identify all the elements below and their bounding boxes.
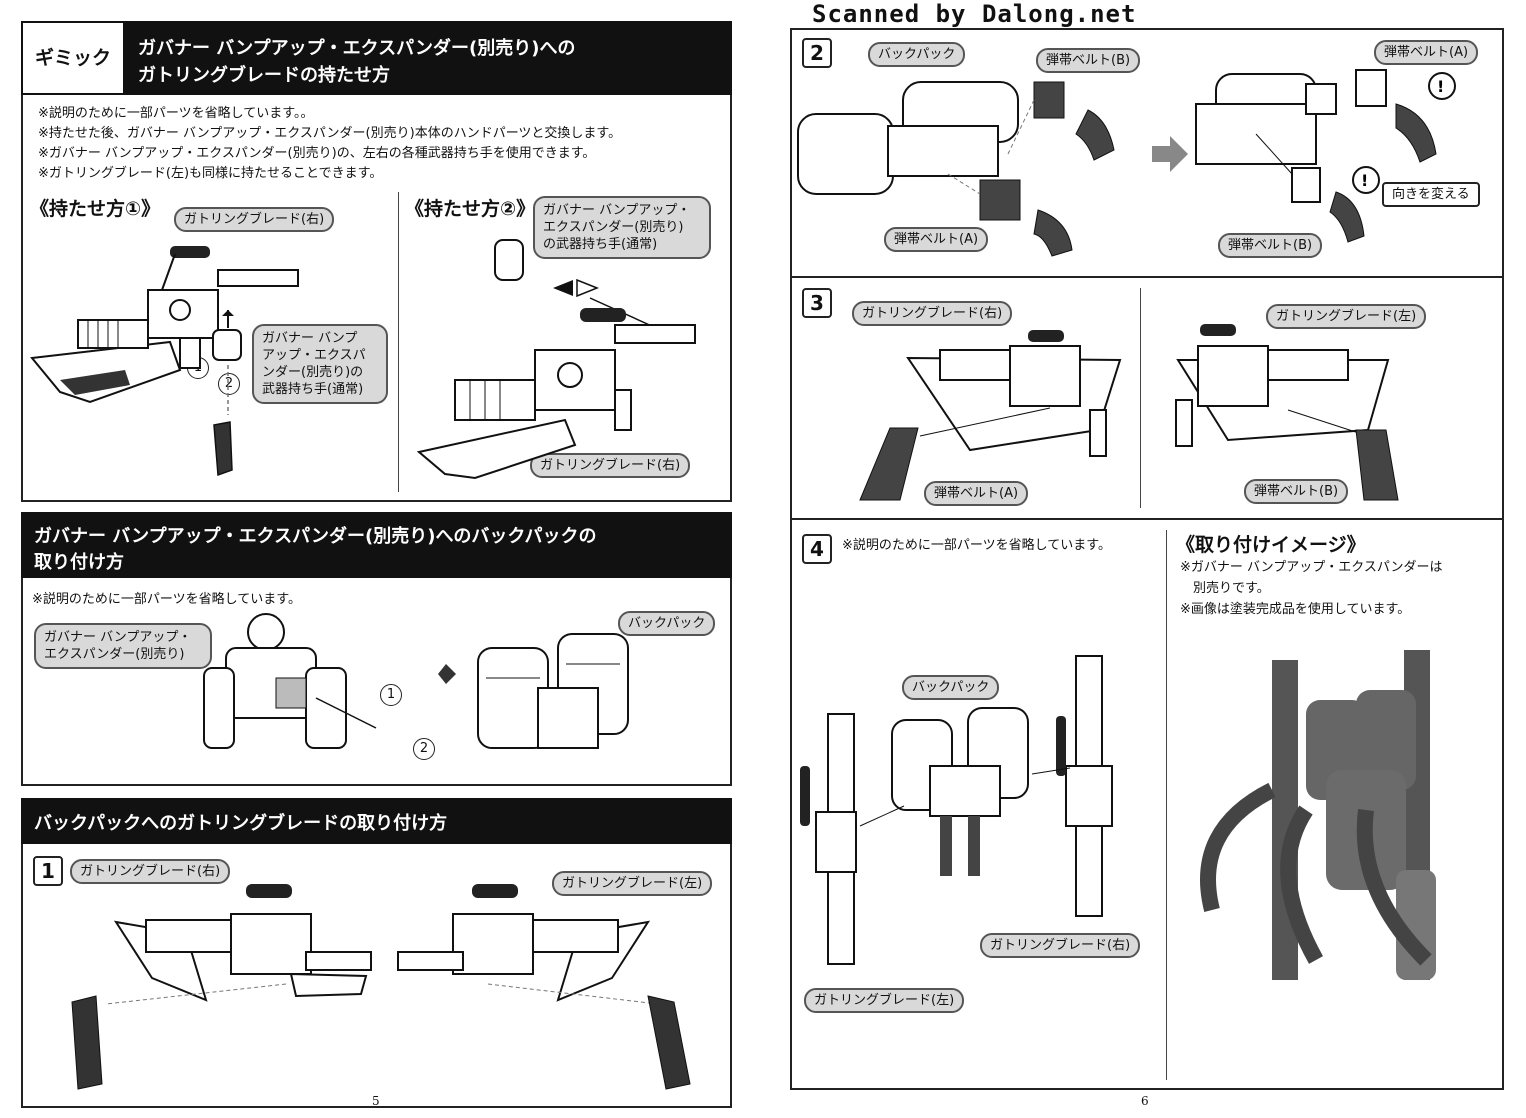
backpack-attach-header-bar [21, 512, 732, 578]
step2-belt-a-label: 弾帯ベルト(A) [884, 227, 989, 252]
step2-after-illustration: ! ! [1195, 69, 1456, 243]
method2-hand-label-line1: ガバナー バンプアップ・ [543, 203, 691, 218]
backpack-attach-figure-label-line2: エクスパンダー(別売り) [44, 647, 185, 662]
backpack-attach-figure-label-line1: ガバナー バンプアップ・ [44, 630, 192, 645]
right-page-number: 6 [1141, 1094, 1149, 1108]
method1-step2-circle: 2 [218, 373, 240, 395]
method1-blade-label: ガトリングブレード(右) [174, 207, 335, 232]
backpack-illustration [438, 633, 629, 749]
step3-blade-right-label: ガトリングブレード(右) [852, 301, 1013, 326]
step2-next-arrow [1152, 136, 1188, 172]
method2-gatling-blade-illustration [416, 239, 696, 480]
gimmick-note-4: ※ガトリングブレード(左)も同様に持たせることできます。 [38, 166, 383, 181]
backpack-attach-backpack-label: バックパック [618, 611, 716, 636]
image-section-heading: 《取り付けイメージ》 [1176, 534, 1366, 556]
method1-hand-label: ガバナー バンプ アップ・エクスパ ンダー(別売り)の 武器持ち手(通常) [252, 324, 388, 404]
method2-hand-label: ガバナー バンプアップ・ エクスパンダー(別売り) の武器持ち手(通常) [533, 196, 711, 259]
left-page-number: 5 [372, 1094, 380, 1108]
step3-number: 3 [802, 288, 832, 318]
step3-belt-a-label: 弾帯ベルト(A) [924, 481, 1029, 506]
method1-hand-part [212, 310, 242, 477]
gimmick-note-1: ※説明のために一部パーツを省略しています。。 [38, 106, 314, 121]
step2-belt-b2-label: 弾帯ベルト(B) [1218, 233, 1323, 258]
step4-number: 4 [802, 534, 832, 564]
svg-text:!: ! [1361, 171, 1368, 190]
blade-to-backpack-header-bar [21, 798, 732, 844]
method2-heading: 《持たせ方②》 [405, 198, 536, 220]
step2-belt-a2-label: 弾帯ベルト(A) [1374, 40, 1479, 65]
gimmick-section [21, 21, 732, 502]
method1-hand-label-line4: 武器持ち手(通常) [262, 382, 364, 397]
gimmick-title-line1: ガバナー バンプアップ・エクスパンダー(別売り)への [138, 38, 576, 59]
blade-to-backpack-title: バックパックへのガトリングブレードの取り付け方 [34, 813, 448, 834]
method-divider [398, 192, 399, 492]
gimmick-title-line2: ガトリングブレードの持たせ方 [138, 65, 390, 86]
image-note-3: ※画像は塗装完成品を使用しています。 [1180, 602, 1411, 617]
svg-text:!: ! [1437, 77, 1444, 96]
step3-belt-b-label: 弾帯ベルト(B) [1244, 479, 1349, 504]
step2-turn-label: 向きを変える [1382, 182, 1480, 207]
step4-assembly-illustration [800, 655, 1113, 965]
backpack-attach-step2-circle: 2 [413, 738, 435, 760]
gimmick-note-2: ※持たせた後、ガバナー バンプアップ・エクスパンダー(別売り)本体のハンドパーツ… [38, 126, 622, 141]
step3-blade-right-illustration [859, 330, 1122, 501]
step3-blade-left-illustration [1175, 324, 1399, 501]
method2-hand-label-line3: の武器持ち手(通常) [543, 237, 658, 252]
divider-v-4 [1166, 530, 1167, 1080]
completed-model-photo [1200, 650, 1436, 980]
backpack-attach-step1-circle: 1 [380, 684, 402, 706]
step1-blade-right-label: ガトリングブレード(右) [70, 859, 231, 884]
method2-hand-label-line2: エクスパンダー(別売り) [543, 220, 684, 235]
backpack-attach-title-line1: ガバナー バンプアップ・エクスパンダー(別売り)へのバックパックの [34, 526, 597, 547]
step4-blade-left-label: ガトリングブレード(左) [804, 988, 965, 1013]
method1-heading: 《持たせ方①》 [30, 198, 161, 220]
step1-blade-right-illustration [71, 884, 372, 1090]
backpack-attach-figure-label: ガバナー バンプアップ・ エクスパンダー(別売り) [34, 623, 212, 669]
method1-gatling-blade-illustration [30, 246, 299, 404]
gimmick-tag: ギミック [23, 23, 123, 93]
step3-blade-left-label: ガトリングブレード(左) [1266, 304, 1427, 329]
image-note-2: 別売りです。 [1193, 581, 1270, 596]
step1-number: 1 [33, 856, 63, 886]
method1-hand-label-line3: ンダー(別売り)の [262, 365, 364, 380]
step4-backpack-label: バックパック [902, 675, 1000, 700]
method2-blade-label: ガトリングブレード(右) [530, 453, 691, 478]
watermark: Scanned by Dalong.net [812, 0, 1137, 28]
method1-hand-label-line1: ガバナー バンプ [262, 331, 358, 346]
step2-backpack-label: バックパック [868, 42, 966, 67]
step4-note: ※説明のために一部パーツを省略しています。 [842, 538, 1111, 553]
governor-figure-illustration [203, 613, 377, 749]
step4-blade-right-label: ガトリングブレード(右) [980, 933, 1141, 958]
step2-belt-b-label: 弾帯ベルト(B) [1036, 48, 1141, 73]
method1-hand-label-line2: アップ・エクスパ [262, 348, 366, 363]
step2-number: 2 [802, 38, 832, 68]
divider-h-2 [790, 518, 1504, 520]
gimmick-header-bar [21, 21, 732, 95]
divider-v-3 [1140, 288, 1141, 508]
backpack-attach-note: ※説明のために一部パーツを省略しています。 [32, 592, 301, 607]
step1-blade-left-illustration [397, 884, 691, 1090]
gimmick-note-3: ※ガバナー バンプアップ・エクスパンダー(別売り)の、左右の各種武器持ち手を使用… [38, 146, 596, 161]
divider-h-1 [790, 276, 1504, 278]
image-note-1: ※ガバナー バンプアップ・エクスパンダーは [1180, 560, 1443, 575]
step2-before-illustration [797, 81, 1115, 257]
backpack-attach-title-line2: 取り付け方 [34, 552, 124, 573]
step1-blade-left-label: ガトリングブレード(左) [552, 871, 713, 896]
